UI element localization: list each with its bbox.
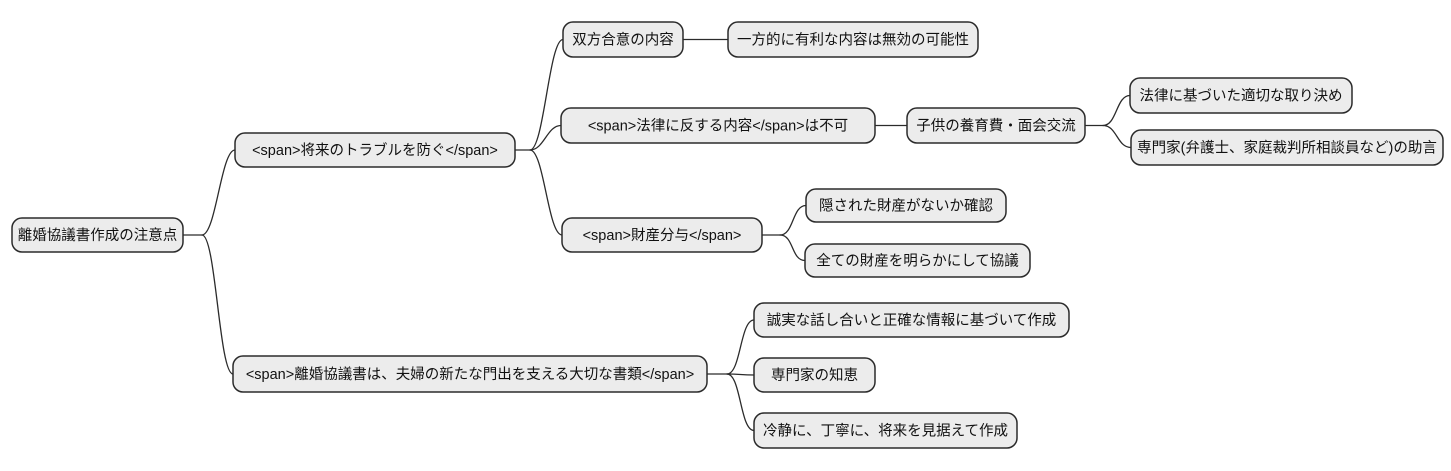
link-branch1-mutual bbox=[529, 38, 564, 151]
link-root-branch2 bbox=[201, 234, 234, 375]
node-lawful-arrangement[interactable]: 法律に基づいた適切な取り決め bbox=[1129, 77, 1353, 114]
node-expert-advice[interactable]: 専門家(弁護士、家庭裁判所相談員など)の助言 bbox=[1130, 129, 1444, 166]
link-property-disclose bbox=[779, 234, 806, 262]
node-box bbox=[1129, 77, 1353, 114]
link-branch1-property bbox=[529, 149, 563, 236]
node-onesided-invalid[interactable]: 一方的に有利な内容は無効の可能性 bbox=[727, 21, 979, 58]
node-label: <span>離婚協議書は、夫婦の新たな門出を支える大切な書類</span> bbox=[246, 365, 694, 383]
node-label: <span>財産分与</span> bbox=[583, 227, 742, 244]
node-root-label: 離婚協議書作成の注意点 bbox=[18, 226, 178, 244]
mindmap-links bbox=[182, 38, 1132, 432]
node-illegal-content[interactable]: <span>法律に反する内容</span>は不可 bbox=[560, 107, 876, 144]
node-mutual-consent[interactable]: 双方合意の内容 bbox=[562, 21, 684, 58]
node-important-document[interactable]: <span>離婚協議書は、夫婦の新たな門出を支える大切な書類</span> bbox=[232, 355, 708, 393]
node-child-support[interactable]: 子供の養育費・面会交流 bbox=[906, 107, 1086, 144]
node-label: 一方的に有利な内容は無効の可能性 bbox=[737, 32, 969, 49]
node-property-division[interactable]: <span>財産分与</span> bbox=[561, 217, 763, 253]
node-root-box bbox=[11, 217, 184, 253]
node-box bbox=[906, 107, 1086, 144]
node-box bbox=[232, 355, 708, 393]
node-box bbox=[727, 21, 979, 58]
node-label: <span>法律に反する内容</span>は不可 bbox=[588, 118, 848, 135]
node-box bbox=[560, 107, 876, 144]
node-label: <span>将来のトラブルを防ぐ</span> bbox=[252, 141, 498, 159]
node-label: 隠された財産がないか確認 bbox=[819, 198, 993, 215]
node-box bbox=[234, 132, 516, 168]
node-prevent-future-trouble[interactable]: <span>将来のトラブルを防ぐ</span> bbox=[234, 132, 516, 168]
link-childsupport-legal bbox=[1102, 94, 1131, 127]
link-branch2-calm bbox=[726, 373, 755, 432]
node-label: 双方合意の内容 bbox=[572, 31, 674, 49]
node-box bbox=[562, 21, 684, 58]
link-branch2-wisdom bbox=[726, 373, 755, 376]
node-label: 子供の養育費・面会交流 bbox=[916, 117, 1076, 135]
node-disclose-assets[interactable]: 全ての財産を明らかにして協議 bbox=[804, 243, 1031, 278]
node-label: 全ての財産を明らかにして協議 bbox=[816, 252, 1019, 270]
node-label: 専門家の知恵 bbox=[771, 367, 858, 384]
node-box bbox=[753, 357, 876, 393]
node-expert-wisdom[interactable]: 専門家の知恵 bbox=[753, 357, 876, 393]
mindmap-nodes: 離婚協議書作成の注意点 <span>将来のトラブルを防ぐ</span> 双方合意… bbox=[11, 21, 1444, 449]
node-label: 誠実な話し合いと正確な情報に基づいて作成 bbox=[767, 312, 1057, 329]
node-box bbox=[805, 188, 1007, 223]
node-root[interactable]: 離婚協議書作成の注意点 bbox=[11, 217, 184, 253]
node-box bbox=[804, 243, 1031, 278]
node-honest-discussion[interactable]: 誠実な話し合いと正確な情報に基づいて作成 bbox=[753, 302, 1070, 338]
link-branch2-honest bbox=[726, 319, 755, 375]
node-box bbox=[561, 217, 763, 253]
link-root-branch1 bbox=[201, 149, 236, 236]
link-childsupport-expert bbox=[1102, 124, 1132, 149]
node-label: 法律に基づいた適切な取り決め bbox=[1140, 87, 1343, 105]
node-box bbox=[753, 302, 1070, 338]
node-hidden-assets[interactable]: 隠された財産がないか確認 bbox=[805, 188, 1007, 223]
node-label: 冷静に、丁寧に、将来を見据えて作成 bbox=[763, 423, 1008, 440]
link-property-hidden bbox=[779, 204, 807, 236]
node-box bbox=[1130, 129, 1444, 166]
node-box bbox=[753, 412, 1018, 449]
node-calm-careful[interactable]: 冷静に、丁寧に、将来を見据えて作成 bbox=[753, 412, 1018, 449]
link-branch1-illegal bbox=[529, 124, 562, 151]
node-label: 専門家(弁護士、家庭裁判所相談員など)の助言 bbox=[1137, 140, 1437, 157]
